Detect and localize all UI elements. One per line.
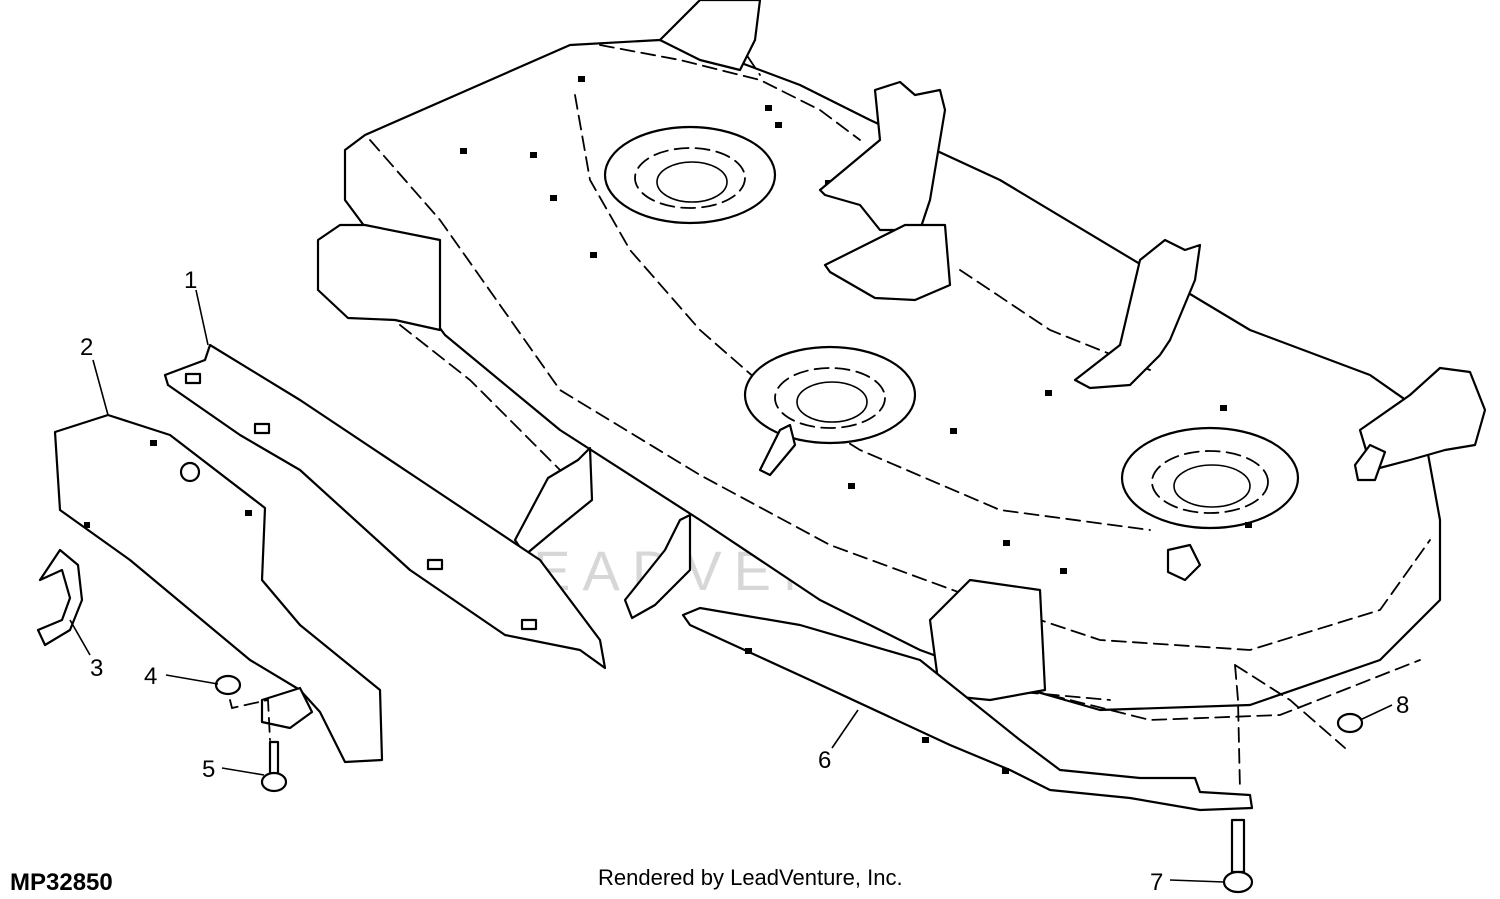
callout-2: 2 [80, 334, 93, 361]
callout-numbers: 1 2 3 4 5 6 7 8 [80, 267, 1409, 896]
credit-text: Rendered by LeadVenture, Inc. [598, 865, 903, 890]
deck-holes [460, 76, 1252, 574]
callout-4: 4 [144, 663, 157, 690]
deck-brackets [316, 80, 1487, 702]
callout-3: 3 [90, 655, 103, 682]
part-7-bolt [1222, 664, 1254, 894]
part-8-nut [1234, 664, 1364, 749]
part-2-shield [53, 413, 384, 764]
part-5-bolt [260, 740, 288, 793]
callout-8: 8 [1396, 692, 1409, 719]
callout-6: 6 [818, 747, 831, 774]
callout-5: 5 [202, 756, 215, 783]
spindle-housings [603, 125, 1300, 530]
callout-leaders [69, 289, 1393, 883]
part-1-baffle [163, 343, 607, 670]
part-6-lower-baffle [681, 606, 1254, 812]
callout-1: 1 [184, 267, 197, 294]
part-4-nut [214, 674, 271, 741]
figure-id: MP32850 [10, 869, 113, 896]
callout-7: 7 [1150, 869, 1163, 896]
